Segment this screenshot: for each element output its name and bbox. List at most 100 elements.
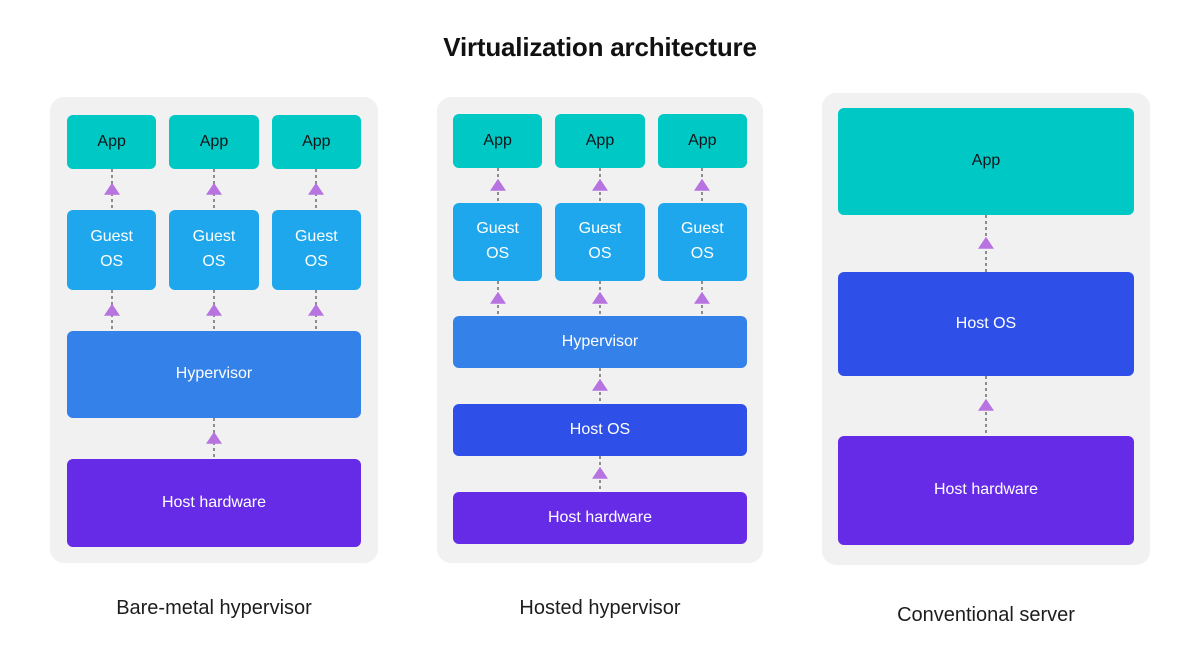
arrow-cell xyxy=(555,281,644,316)
arrowhead-icon xyxy=(694,291,711,304)
guest-os-box: Guest OS xyxy=(657,203,747,281)
arrowhead-icon xyxy=(489,178,506,191)
up-arrow xyxy=(206,418,222,459)
arrowhead-icon xyxy=(308,182,325,195)
host-hardware-label: Host hardware xyxy=(933,481,1039,499)
app-label: App xyxy=(199,132,229,150)
host-hardware-label: Host hardware xyxy=(161,493,267,511)
arrow-cell xyxy=(169,169,258,210)
host-os-box: Host OS xyxy=(453,404,747,456)
panel-conventional-server: App Host OS Host hardware xyxy=(822,93,1150,565)
guest-os-box: Guest OS xyxy=(271,210,361,290)
hypervisor-label: Hypervisor xyxy=(561,332,639,350)
app-box: App xyxy=(271,115,361,169)
arrowhead-icon xyxy=(694,178,711,191)
guest-os-label: Guest OS xyxy=(680,220,724,262)
panel-caption-hosted: Hosted hypervisor xyxy=(519,597,681,619)
up-arrow xyxy=(103,169,120,210)
arrow-row xyxy=(67,169,361,210)
arrow-cell xyxy=(658,168,747,203)
arrow-cell xyxy=(272,169,361,210)
host-hardware-box: Host hardware xyxy=(67,459,361,547)
arrow-cell xyxy=(272,290,361,331)
app-label: App xyxy=(971,152,1001,170)
up-arrow xyxy=(591,168,608,203)
host-hardware-label: Host hardware xyxy=(547,508,653,526)
up-arrow xyxy=(978,376,994,436)
arrow-row xyxy=(453,368,747,404)
hypervisor-label: Hypervisor xyxy=(175,365,253,383)
up-arrow xyxy=(978,215,994,272)
diagram-title: Virtualization architecture xyxy=(443,32,757,62)
up-arrow xyxy=(489,281,506,316)
host-os-box: Host OS xyxy=(838,272,1134,376)
arrowhead-icon xyxy=(591,291,608,304)
arrowhead-icon xyxy=(205,303,222,316)
arrow-cell xyxy=(555,168,644,203)
app-label: App xyxy=(302,132,331,150)
arrowhead-icon xyxy=(205,182,222,195)
guest-os-label: Guest OS xyxy=(476,220,519,262)
arrowhead-icon xyxy=(206,431,222,444)
arrowhead-icon xyxy=(103,182,120,195)
arrow-cell xyxy=(67,290,156,331)
arrow-cell xyxy=(169,290,258,331)
up-arrow xyxy=(308,169,325,210)
app-row: App App App xyxy=(67,115,361,169)
up-arrow xyxy=(592,456,608,492)
arrowhead-icon xyxy=(308,303,325,316)
panel-caption-conventional: Conventional server xyxy=(897,604,1075,626)
arrow-row xyxy=(838,376,1134,436)
arrowhead-icon xyxy=(978,398,994,411)
guest-os-box: Guest OS xyxy=(453,203,543,281)
arrow-row xyxy=(453,168,747,203)
panel-caption-bare-metal: Bare-metal hypervisor xyxy=(116,597,312,619)
arrow-cell xyxy=(453,168,542,203)
guest-os-row: Guest OS Guest OS Guest OS xyxy=(67,210,361,290)
guest-os-box: Guest OS xyxy=(555,203,645,281)
app-box: App xyxy=(657,114,747,168)
up-arrow xyxy=(103,290,120,331)
guest-os-label: Guest OS xyxy=(192,228,236,270)
app-row: App App App xyxy=(453,114,747,168)
guest-os-label: Guest OS xyxy=(294,228,338,270)
arrow-cell xyxy=(453,281,542,316)
host-os-label: Host OS xyxy=(569,420,631,438)
guest-os-box: Guest OS xyxy=(67,210,157,290)
app-label: App xyxy=(483,131,512,149)
arrowhead-icon xyxy=(592,378,608,391)
app-box: App xyxy=(169,115,259,169)
host-hardware-box: Host hardware xyxy=(453,492,747,544)
arrow-cell xyxy=(67,169,156,210)
panel-bare-metal-hypervisor: App App App Guest OS Guest OS Guest OS H… xyxy=(50,97,378,563)
arrow-row xyxy=(67,418,361,459)
app-box: App xyxy=(453,114,543,168)
up-arrow xyxy=(308,290,325,331)
arrow-row xyxy=(67,290,361,331)
guest-os-row: Guest OS Guest OS Guest OS xyxy=(453,203,747,281)
arrowhead-icon xyxy=(103,303,120,316)
hypervisor-box: Hypervisor xyxy=(67,331,361,418)
app-label: App xyxy=(688,131,717,149)
arrow-cell xyxy=(658,281,747,316)
up-arrow xyxy=(592,368,608,404)
arrowhead-icon xyxy=(978,236,994,249)
app-box: App xyxy=(838,108,1134,215)
up-arrow xyxy=(205,290,222,331)
arrowhead-icon xyxy=(592,466,608,479)
app-label: App xyxy=(585,131,615,149)
guest-os-box: Guest OS xyxy=(169,210,259,290)
arrowhead-icon xyxy=(489,291,506,304)
up-arrow xyxy=(591,281,608,316)
app-box: App xyxy=(555,114,645,168)
panel-hosted-hypervisor: App App App Guest OS Guest OS Guest OS H… xyxy=(437,97,763,563)
app-box: App xyxy=(67,115,157,169)
app-label: App xyxy=(97,132,126,150)
arrow-row xyxy=(838,215,1134,272)
arrow-row xyxy=(453,456,747,492)
up-arrow xyxy=(205,169,222,210)
arrowhead-icon xyxy=(591,178,608,191)
host-hardware-box: Host hardware xyxy=(838,436,1134,545)
host-os-label: Host OS xyxy=(955,314,1017,332)
